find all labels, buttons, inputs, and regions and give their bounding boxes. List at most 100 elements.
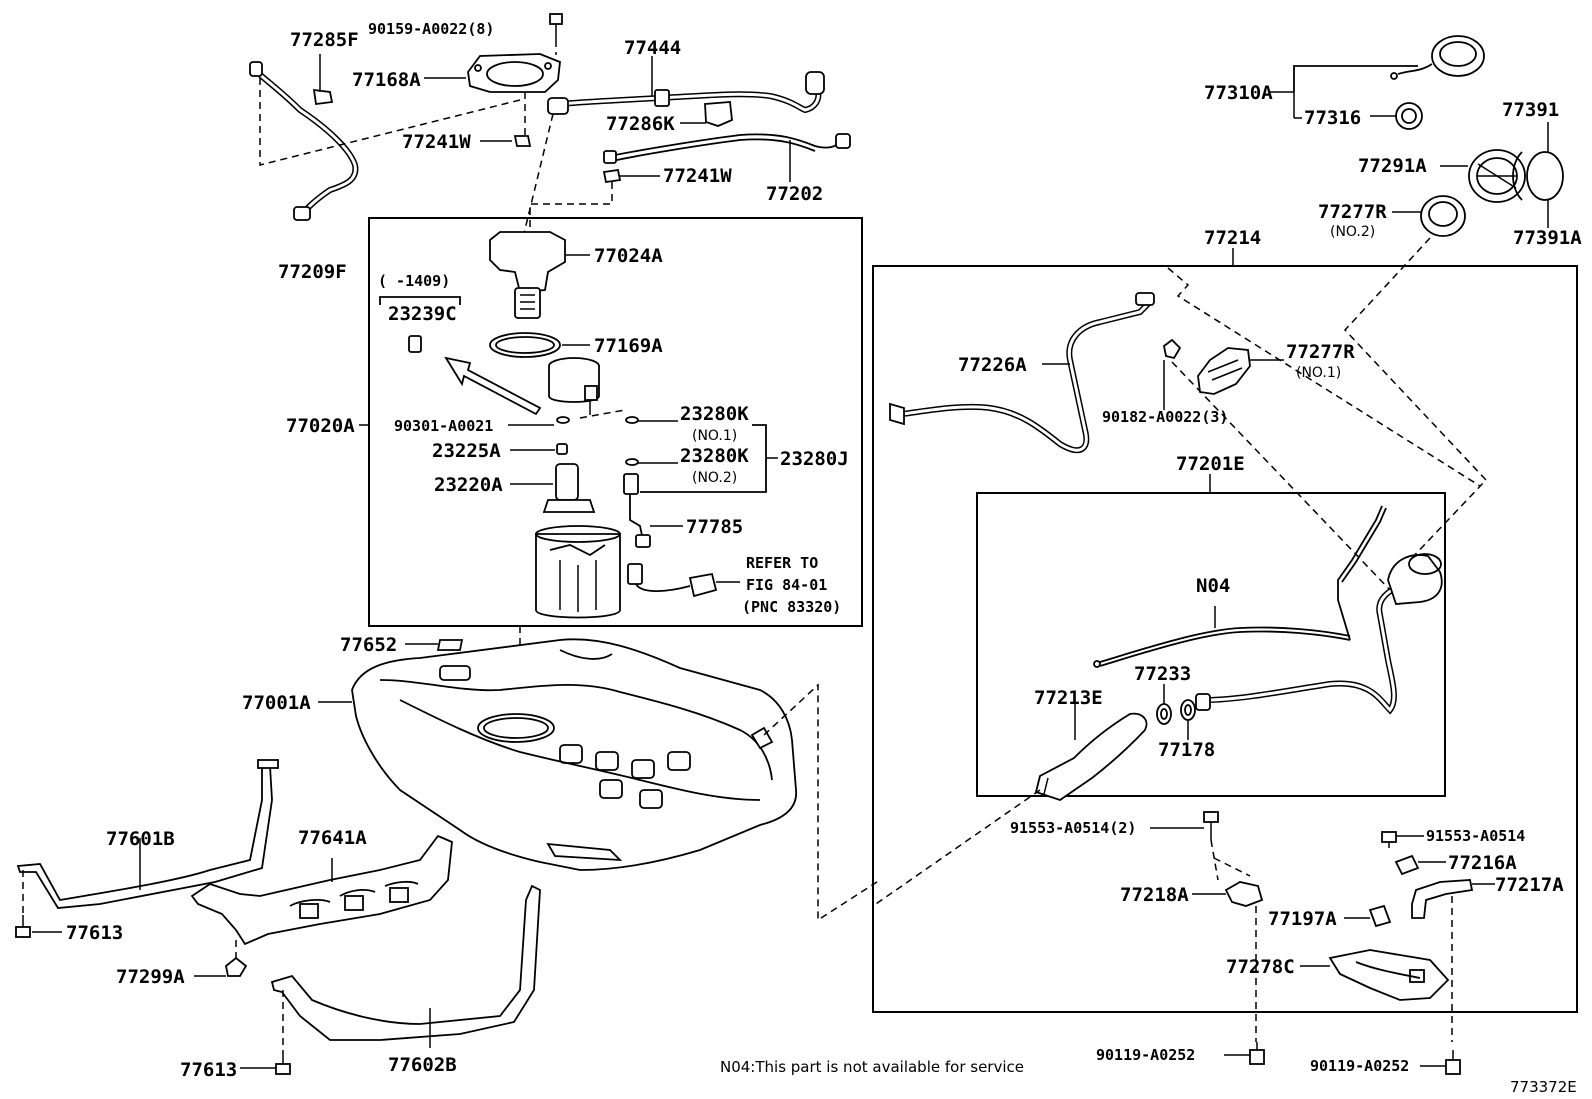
label-91553: 91553-A0514 bbox=[1426, 827, 1525, 845]
label-no1-b: (NO.1) bbox=[1296, 365, 1341, 381]
tube-77202 bbox=[603, 133, 851, 164]
pump-bracket-77168a bbox=[467, 53, 561, 93]
o-ring-23280k-no1 bbox=[625, 416, 639, 424]
label-90159: 90159-A0022(8) bbox=[368, 20, 494, 38]
o-ring-90301 bbox=[556, 416, 570, 424]
label-77613-upper: 77613 bbox=[66, 922, 123, 944]
label-77213e: 77213E bbox=[1034, 687, 1103, 709]
label-90301: 90301-A0021 bbox=[394, 417, 493, 435]
label-refer-1: REFER TO bbox=[746, 554, 818, 572]
label-77197a: 77197A bbox=[1268, 908, 1337, 930]
label-23220a: 23220A bbox=[434, 474, 503, 496]
footnote: N04:This part is not available for servi… bbox=[720, 1058, 1024, 1076]
harness-reference bbox=[627, 563, 718, 598]
bracket-77218a bbox=[1224, 881, 1264, 907]
label-90119-left: 90119-A0252 bbox=[1096, 1046, 1195, 1064]
fuel-tank-77001a bbox=[351, 638, 797, 871]
label-23280k-no1: 23280K bbox=[680, 403, 749, 425]
label-no2-a: (NO.2) bbox=[692, 470, 737, 486]
breather-tube-77226a bbox=[889, 292, 1155, 454]
bracket-77217a bbox=[1411, 879, 1474, 919]
clamp-77178 bbox=[1180, 699, 1196, 721]
label-77218a: 77218A bbox=[1120, 884, 1189, 906]
gasket-77316 bbox=[1395, 102, 1423, 130]
filler-neck-77201e bbox=[1195, 553, 1443, 715]
protector-77278c bbox=[1328, 949, 1450, 1001]
fuel-pump-23220a bbox=[542, 463, 596, 513]
label-77291a: 77291A bbox=[1358, 155, 1427, 177]
label-77241w-upper: 77241W bbox=[402, 131, 471, 153]
clip-77241w-upper bbox=[513, 135, 532, 147]
ring-77391 bbox=[1512, 151, 1564, 201]
filler-door-77291a bbox=[1468, 149, 1526, 203]
clip-77299a bbox=[225, 956, 248, 977]
bolt-77613-upper bbox=[15, 915, 31, 938]
bolt-90119-right bbox=[1445, 1050, 1461, 1075]
label-77201e: 77201E bbox=[1176, 453, 1245, 475]
vent-tube-77209f bbox=[249, 61, 359, 221]
tube-n04 bbox=[1093, 626, 1351, 668]
label-90119-right: 90119-A0252 bbox=[1310, 1057, 1409, 1075]
label-77316: 77316 bbox=[1304, 107, 1361, 129]
label-77217a: 77217A bbox=[1495, 874, 1564, 896]
label-77785: 77785 bbox=[686, 516, 743, 538]
label-77444: 77444 bbox=[624, 37, 681, 59]
fuel-pipe-77444 bbox=[547, 71, 825, 115]
direction-arrow bbox=[444, 356, 542, 416]
protector-77277r-no1 bbox=[1197, 347, 1251, 395]
label-23280j: 23280J bbox=[780, 448, 849, 470]
fuel-filter-canister bbox=[548, 357, 626, 419]
label-refer-2: FIG 84-01 bbox=[746, 576, 827, 594]
clip-77197a bbox=[1368, 904, 1392, 928]
label-no1-a: (NO.1) bbox=[692, 428, 737, 444]
bolt-91553 bbox=[1381, 831, 1397, 848]
label-no2-b: (NO.2) bbox=[1330, 224, 1375, 240]
seal-77277r-no2 bbox=[1420, 195, 1466, 237]
label-77641a: 77641A bbox=[298, 827, 367, 849]
label-77601b: 77601B bbox=[106, 828, 175, 850]
label-77652: 77652 bbox=[340, 634, 397, 656]
clip-77216a bbox=[1394, 854, 1420, 876]
label-77233: 77233 bbox=[1134, 663, 1191, 685]
label-77001a: 77001A bbox=[242, 692, 311, 714]
bolt-77613-lower bbox=[275, 1050, 291, 1075]
label-77168a: 77168A bbox=[352, 69, 421, 91]
label-refer-3: (PNC 83320) bbox=[742, 598, 841, 616]
label-77178: 77178 bbox=[1158, 739, 1215, 761]
label-77285f: 77285F bbox=[290, 29, 359, 51]
label-n04: N04 bbox=[1196, 575, 1230, 597]
fuel-pump-group-box bbox=[368, 217, 863, 627]
spacer-23225a bbox=[556, 443, 568, 455]
tank-band-77601b bbox=[16, 759, 279, 909]
label-1409: ( -1409) bbox=[378, 272, 450, 290]
clip-77285f bbox=[312, 88, 334, 106]
bolt-91553-2 bbox=[1203, 811, 1219, 840]
label-77020a: 77020A bbox=[286, 415, 355, 437]
label-77602b: 77602B bbox=[388, 1054, 457, 1076]
gasket-77169a bbox=[489, 332, 561, 358]
label-77613-lower: 77613 bbox=[180, 1059, 237, 1081]
fuel-pump-module-77024a bbox=[489, 231, 566, 319]
label-91553-2: 91553-A0514(2) bbox=[1010, 819, 1136, 837]
label-23280k-no2: 23280K bbox=[680, 445, 749, 467]
o-ring-23280k-no2 bbox=[625, 458, 639, 466]
label-77299a: 77299A bbox=[116, 966, 185, 988]
plug-23239c bbox=[408, 335, 422, 353]
bolt-90119-left bbox=[1249, 1042, 1265, 1065]
label-77169a: 77169A bbox=[594, 335, 663, 357]
clamp-77233 bbox=[1156, 703, 1172, 725]
filler-subassembly-box bbox=[976, 492, 1446, 797]
fuel-cap-77310a bbox=[1390, 35, 1485, 80]
label-77202: 77202 bbox=[766, 183, 823, 205]
clip-90182 bbox=[1163, 338, 1182, 360]
label-77277r-no2: 77277R bbox=[1318, 201, 1387, 223]
protector-77641a bbox=[190, 834, 453, 946]
label-77024a: 77024A bbox=[594, 245, 663, 267]
bolt-90159-icon bbox=[549, 13, 563, 40]
fuel-strainer-cup bbox=[535, 525, 621, 619]
clip-77241w-lower bbox=[602, 168, 622, 184]
clamp-77286k bbox=[704, 101, 733, 127]
label-77277r-no1: 77277R bbox=[1286, 341, 1355, 363]
hose-77213e bbox=[1034, 712, 1148, 801]
